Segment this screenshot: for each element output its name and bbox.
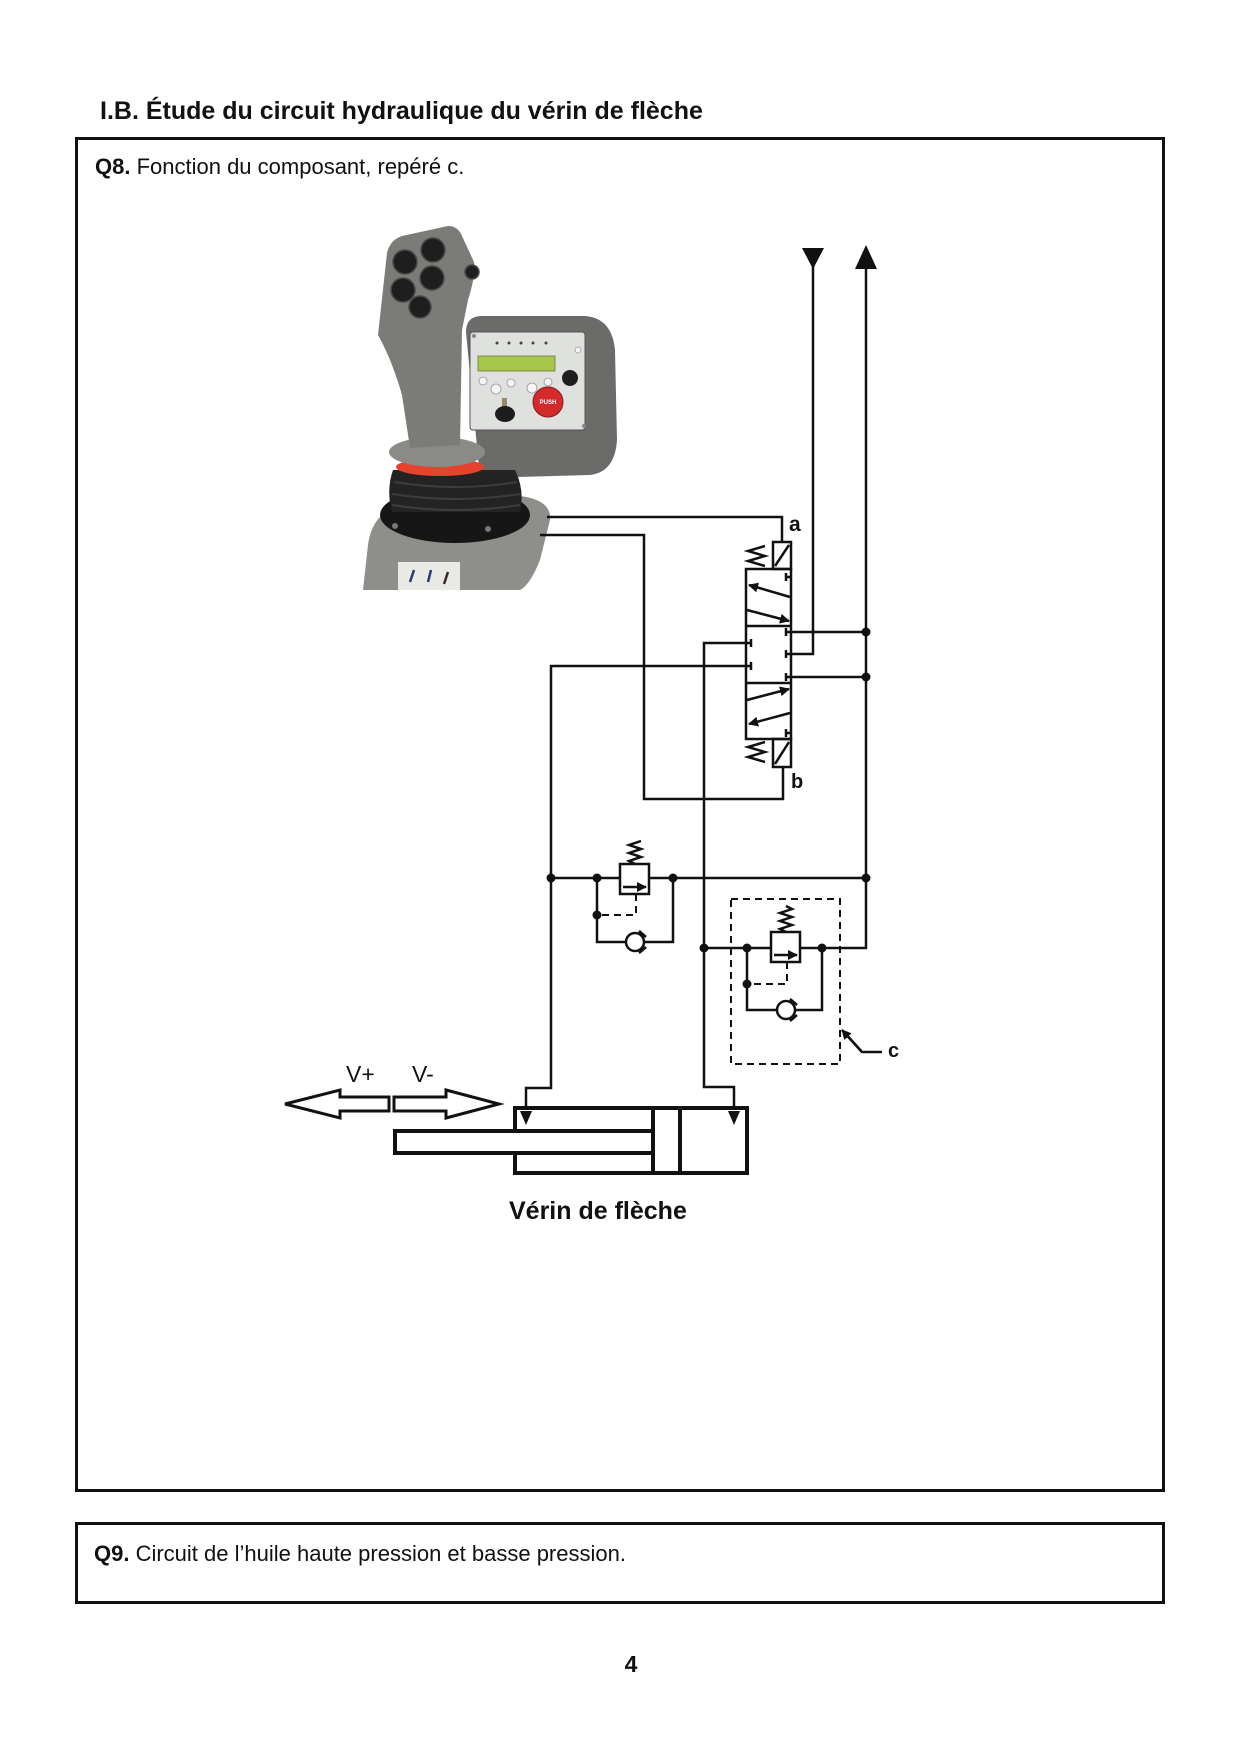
bypass-line-left (595, 878, 675, 944)
bypass-line-c (745, 948, 824, 1012)
solenoid-b-icon (771, 737, 793, 769)
component-label-c: c (888, 1040, 900, 1062)
extend-arrow-icon (284, 1088, 391, 1120)
port-label-b: b (791, 771, 804, 793)
extend-label: V+ (346, 1061, 375, 1087)
retract-arrow-icon (392, 1088, 505, 1120)
spring-a-icon (743, 544, 770, 568)
solenoid-a-icon (771, 540, 793, 571)
component-c-valve (730, 898, 882, 1065)
emergency-stop-button (532, 386, 564, 418)
question-q9-number: Q9. (94, 1541, 130, 1566)
spring-icon (625, 839, 645, 866)
emergency-button-text: PUSH (540, 400, 557, 406)
lcd-screen (477, 355, 556, 372)
question-q8-number: Q8. (95, 154, 131, 179)
question-q9-text: Circuit de l’huile haute pression et bas… (129, 1541, 626, 1566)
pilot-line-a (547, 515, 784, 542)
question-q9: Q9. Circuit de l’huile haute pression et… (94, 1543, 626, 1565)
port-label-a: a (789, 513, 801, 536)
retract-label: V- (412, 1061, 434, 1087)
joystick-buttons (390, 237, 480, 319)
spring-b-icon (743, 740, 770, 764)
rod-side-port-icon (520, 1111, 532, 1125)
component-c-dashed-enclosure (730, 898, 841, 1065)
joystick-bellows (389, 470, 522, 512)
check-valve-icon (624, 931, 646, 953)
spring-icon (776, 904, 796, 934)
cylinder-line-rod-side (524, 664, 746, 1110)
blocked-ports (746, 573, 791, 737)
relief-check-valve-left (597, 839, 651, 954)
cylinder-piston (651, 1106, 682, 1175)
boom-cylinder (393, 1106, 749, 1175)
component-c-leader (843, 1031, 882, 1054)
directional-control-valve (743, 540, 793, 769)
junction-dots (546, 627, 871, 989)
control-console: PUSH (466, 316, 617, 478)
pressure-supply-arrow-icon (855, 245, 877, 269)
question-q8-text: Fonction du composant, repéré c. (130, 154, 465, 179)
piston-side-port-icon (728, 1111, 740, 1125)
key-switch (562, 370, 578, 386)
check-valve-icon (775, 999, 797, 1021)
pilot-line-b (540, 533, 785, 801)
page-number: 4 (624, 1651, 638, 1677)
cylinder-caption: Vérin de flèche (509, 1197, 687, 1225)
joystick-console-photo: PUSH (363, 226, 617, 590)
cylinder-line-piston-side (702, 641, 746, 1110)
indicator-dots (495, 341, 548, 345)
answer-box-q8 (75, 137, 1165, 1492)
answer-box-q9 (75, 1522, 1165, 1604)
tank-return-line (791, 266, 815, 656)
mini-joystick-knob (495, 406, 515, 422)
cylinder-rod (393, 1129, 655, 1155)
tank-return-arrow-icon (802, 248, 824, 269)
question-q8: Q8. Fonction du composant, repéré c. (95, 156, 464, 178)
pressure-line (800, 266, 868, 950)
section-heading: I.B. Étude du circuit hydraulique du vér… (100, 97, 703, 125)
